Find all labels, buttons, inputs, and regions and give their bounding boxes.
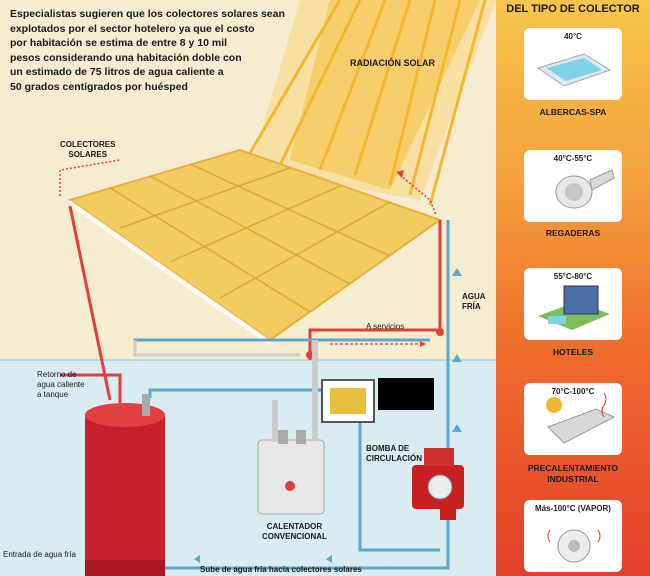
control-box xyxy=(321,378,434,423)
label-calentador: CALENTADOR CONVENCIONAL xyxy=(262,522,327,541)
pool-icon xyxy=(536,53,612,87)
card-hoteles: 55°C-80°C xyxy=(524,268,622,340)
label-sube-agua-fria: Sube de agua fría hacia colectores solar… xyxy=(200,565,362,574)
card-regaderas: 40°C-55°C xyxy=(524,150,622,222)
label-a-servicios: A servicios xyxy=(366,322,405,331)
label-albercas: ALBERCAS-SPA xyxy=(539,107,607,117)
label-bomba: BOMBA DE CIRCULACIÓN xyxy=(366,444,422,463)
turbine-icon xyxy=(547,529,601,563)
sidebar-title: DEL TIPO DE COLECTOR xyxy=(506,3,640,15)
shower-icon xyxy=(555,169,615,209)
label-entrada-agua-fria: Entrada de agua fría xyxy=(3,550,76,559)
solar-collector-panel xyxy=(67,148,443,346)
label-radiacion-solar: RADIACIÓN SOLAR xyxy=(350,58,435,68)
label-hoteles: HOTELES xyxy=(552,347,594,357)
intro-text: Especialistas sugieren que los colectore… xyxy=(10,8,285,93)
circulation-pump xyxy=(412,448,464,520)
solar-system-diagram xyxy=(0,0,496,576)
hotel-icon xyxy=(538,285,610,330)
label-agua-fria: AGUA FRÍA xyxy=(462,292,486,311)
collector-type-sidebar: DEL TIPO DE COLECTOR 40°C ALBERCAS-SPA 4… xyxy=(496,0,650,576)
label-regaderas: REGADERAS xyxy=(545,228,601,238)
hot-water-tank xyxy=(85,394,165,576)
sun-rays xyxy=(238,0,496,206)
label-precalentamiento: PRECALENTAMIENTO INDUSTRIAL xyxy=(527,463,619,484)
conventional-heater xyxy=(257,340,325,515)
card-vapor: Más-100°C (VAPOR) xyxy=(524,500,622,572)
solar-heater-icon xyxy=(546,392,616,444)
label-colectores-solares: COLECTORES SOLARES xyxy=(60,140,116,159)
label-retorno: Retorno de agua caliente a tanque xyxy=(37,370,85,399)
card-albercas: 40°C xyxy=(524,28,622,100)
card-precalentamiento: 70°C-100°C xyxy=(524,383,622,455)
